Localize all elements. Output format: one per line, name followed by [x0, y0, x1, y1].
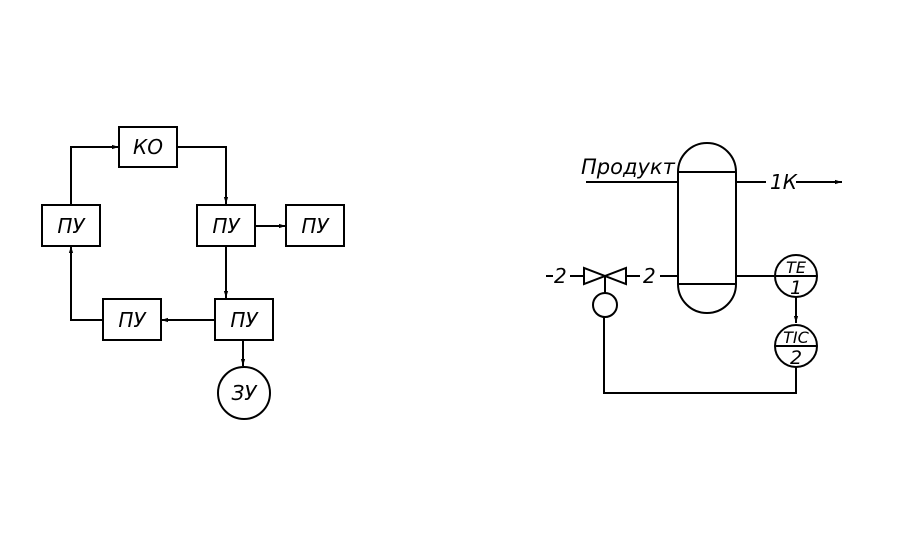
- control-valve-icon: [583, 266, 627, 286]
- product-label: Продукт: [581, 155, 676, 179]
- tic-controller-number: 2: [790, 347, 802, 369]
- tic-controller-tag: TIC: [783, 328, 809, 347]
- pu-right-block-label: ПУ: [301, 214, 330, 238]
- vessel: [677, 142, 737, 314]
- valve-actuator: [592, 292, 618, 318]
- pu-center-block-label: ПУ: [212, 214, 241, 238]
- pu-bottom-center-block: [214, 298, 274, 341]
- pu-center-block: [196, 204, 256, 247]
- zu-circle: [217, 366, 271, 420]
- block-diagram: КО ПУ ПУ ПУ ПУ ПУ ЗУ: [41, 126, 345, 420]
- te-sensor-tag: TE: [786, 258, 807, 277]
- line-2-left-label: 2: [554, 264, 567, 288]
- zu-circle-label: ЗУ: [231, 381, 258, 405]
- pu-bottom-center-block-label: ПУ: [230, 308, 259, 332]
- pu-bottom-left-block: [102, 298, 162, 341]
- control-signal-line: [603, 317, 797, 394]
- line-2-right-label: 2: [643, 264, 656, 288]
- outlet-label: 1К: [770, 170, 798, 194]
- te-sensor-number: 1: [790, 277, 802, 299]
- connector-pu-bottom-left-to-pu-left: [68, 246, 103, 321]
- connector-pu-left-to-ko: [70, 144, 119, 205]
- process-diagram: Продукт 1К 2 2 TE 1 TIC 2: [546, 142, 842, 394]
- connector-ko-to-pu-center: [177, 146, 229, 204]
- pu-left-block-label: ПУ: [57, 214, 86, 238]
- pu-right-block: [285, 204, 345, 247]
- pu-left-block: [41, 204, 101, 247]
- pu-bottom-left-block-label: ПУ: [118, 308, 147, 332]
- ko-block-label: КО: [133, 135, 163, 159]
- ko-block: [118, 126, 178, 168]
